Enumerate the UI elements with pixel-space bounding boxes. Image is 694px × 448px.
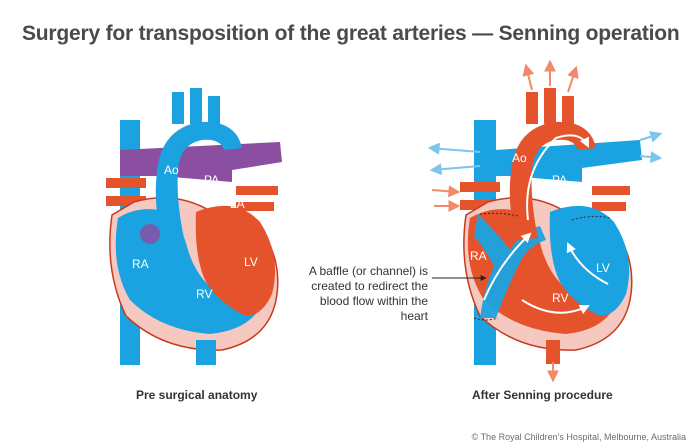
aortic-branch-post-1 [526, 92, 538, 124]
pulmonary-vein-upper [106, 178, 146, 188]
pa-arrow-right-1 [639, 131, 663, 143]
label-ao-left: Ao [164, 163, 179, 177]
label-lv-left: LV [244, 255, 258, 269]
aortic-branch-1 [172, 92, 184, 124]
caption-pre-surgical: Pre surgical anatomy [136, 388, 258, 402]
pulmonary-vein-post-3 [592, 186, 630, 195]
label-ao-right: Ao [512, 151, 527, 165]
pa-arrow-left-2 [429, 163, 481, 176]
label-ra-left: RA [132, 257, 149, 271]
flow-arrow-rv [521, 299, 590, 315]
out-arrow-1 [522, 63, 535, 91]
atrial-septal-mixing [140, 224, 160, 244]
aorta-post [509, 121, 596, 240]
post-senning-heart [427, 59, 663, 383]
pre-surgical-heart [106, 88, 282, 365]
label-rv-left: RV [196, 287, 212, 301]
flow-arrow-lv [566, 242, 609, 285]
baffle-annotation: A baffle (or channel) is created to redi… [308, 264, 428, 323]
caption-after-senning: After Senning procedure [472, 388, 613, 402]
aortic-branch-3 [208, 96, 220, 126]
pulmonary-vein-post-1 [460, 182, 500, 192]
label-pa-left: PA [204, 173, 219, 187]
left-chambers [195, 205, 276, 316]
descending-flow-post [546, 340, 560, 364]
flow-arrow-baffle-up [483, 232, 532, 301]
inferior-vena-cava [196, 340, 216, 365]
label-pa-right: PA [552, 173, 567, 187]
pulmonary-vein-right [236, 186, 278, 195]
copyright-credit: © The Royal Children’s Hospital, Melbour… [471, 432, 686, 442]
aorta [155, 121, 242, 240]
pulmonary-vein-lower [106, 196, 146, 206]
label-ra-right: RA [470, 249, 487, 263]
aortic-branch-2 [190, 88, 202, 124]
label-lv-right: LV [596, 261, 610, 275]
pa-arrow-left-1 [427, 142, 481, 155]
label-la-left: LA [230, 197, 245, 211]
pa-arrow-right-2 [639, 151, 663, 164]
label-rv-right: RV [552, 291, 568, 305]
pv-arrow-in-left [431, 185, 461, 198]
pulmonary-artery-branches [120, 142, 282, 182]
aortic-branch-post-2 [544, 88, 556, 124]
pulmonary-vein-right-2 [236, 202, 274, 211]
pulmonary-vein-post-2 [460, 200, 500, 210]
pulmonary-vein-post-4 [592, 202, 626, 211]
blue-chambers-post [549, 205, 630, 316]
suture-line-3 [473, 317, 499, 321]
page-title: Surgery for transposition of the great a… [22, 22, 680, 45]
aortic-branch-post-3 [562, 96, 574, 126]
label-la-right: LA [576, 185, 591, 199]
flow-arrow-aorta [526, 134, 589, 221]
out-arrow-3 [567, 65, 579, 93]
